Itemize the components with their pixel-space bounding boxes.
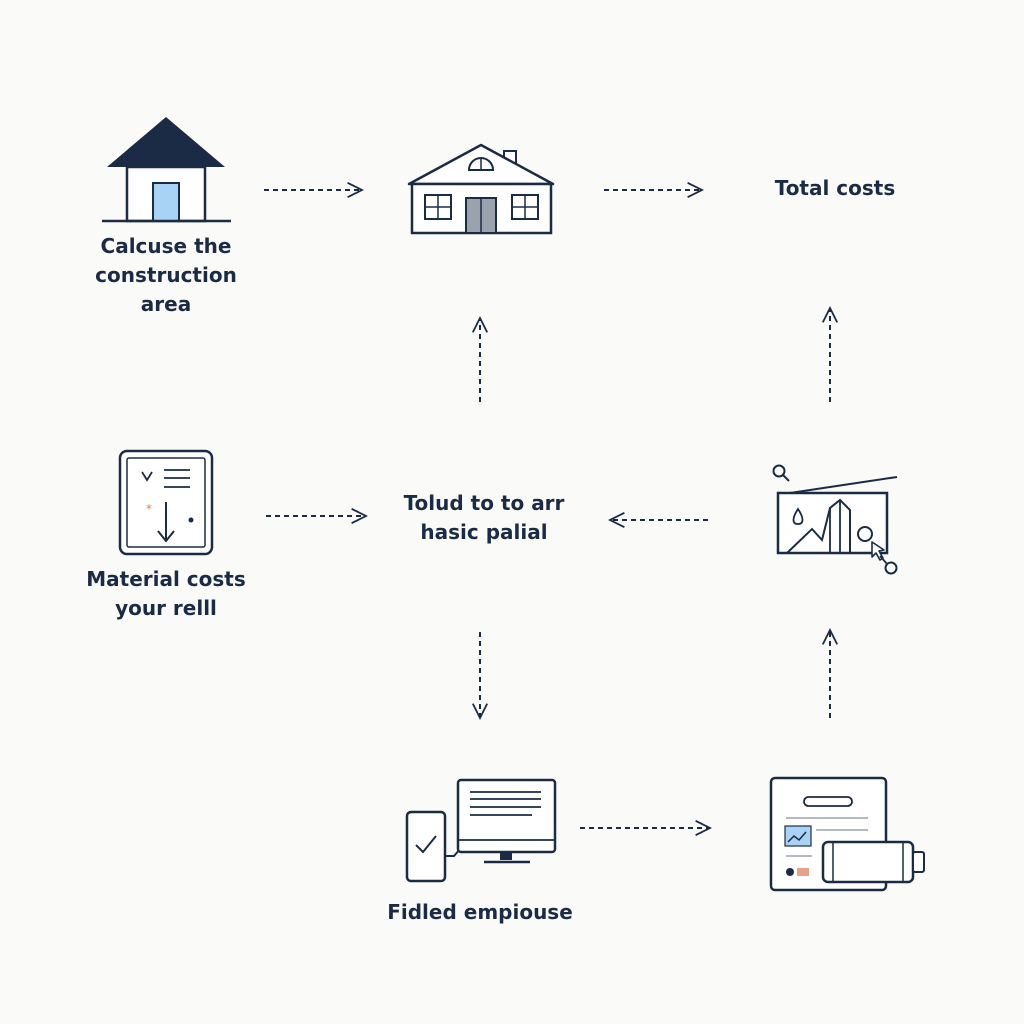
tablet-checklist-icon: * xyxy=(118,449,214,556)
total-costs-label: Total costs xyxy=(774,176,896,200)
svg-text:*: * xyxy=(146,502,152,516)
computer-and-phone-icon xyxy=(405,778,557,883)
fidled-empiouse-label: Fidled empiouse xyxy=(387,900,573,924)
construction-area-label: Calcuse the construction area xyxy=(95,234,237,316)
chart-with-cursor-icon xyxy=(772,464,898,575)
document-card-icon xyxy=(769,776,925,892)
house-outline-icon xyxy=(407,143,555,235)
house-with-door-icon xyxy=(102,117,231,223)
center-node-label: Tolud to to arr hasic palial xyxy=(403,491,565,544)
material-costs-label: Material costs your relll xyxy=(86,567,246,620)
